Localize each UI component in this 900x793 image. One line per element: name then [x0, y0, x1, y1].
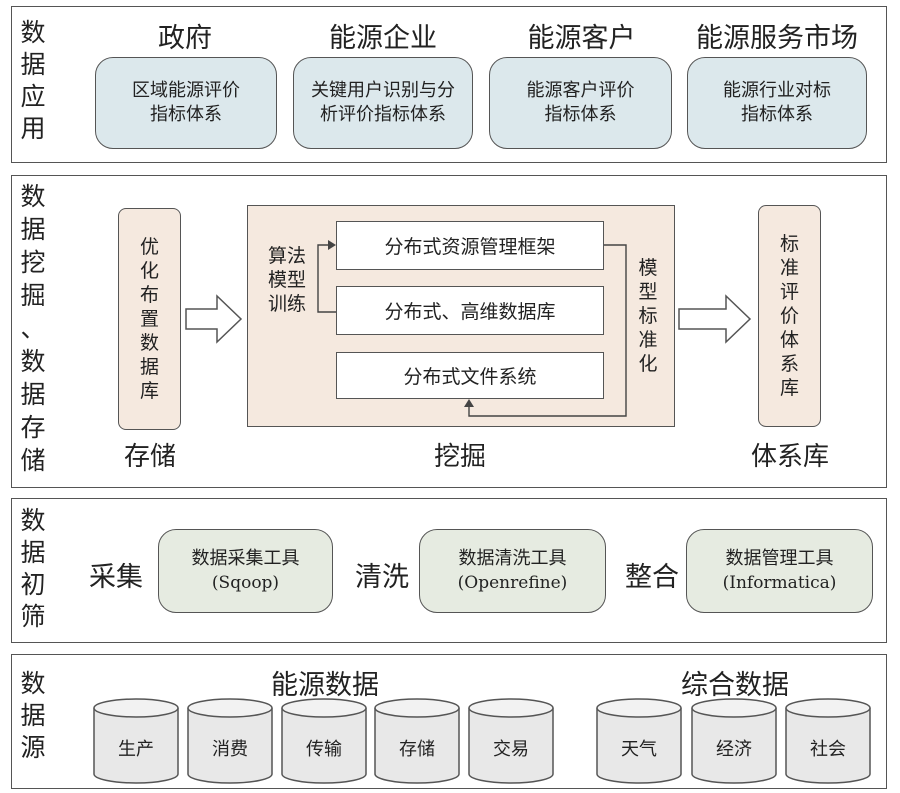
- energy-item-3-label: 存储: [399, 739, 435, 760]
- database-cylinder: 天气: [596, 698, 682, 784]
- mining-caption: 挖掘: [433, 442, 486, 472]
- energy-item-4-label: 交易: [493, 739, 529, 760]
- data-collection-tool-box: 数据采集工具 (Sqoop): [158, 529, 333, 613]
- energy-data-head: 能源数据: [271, 670, 379, 701]
- cleaning-tool-product: (Openrefine): [457, 573, 568, 593]
- standard-evaluation-library-text: 标 准 评 价 体 系 库: [779, 233, 799, 399]
- collection-tool-product: (Sqoop): [211, 573, 280, 593]
- column-head-government: 政府: [158, 23, 212, 54]
- clean-label: 清洗: [355, 562, 409, 593]
- data-management-tool-box: 数据管理工具 (Informatica): [686, 529, 873, 613]
- key-user-index-box: 关键用户识别与分 析评价指标体系: [293, 57, 473, 149]
- collection-tool-name: 数据采集工具: [191, 548, 300, 569]
- management-tool-product: (Informatica): [722, 573, 837, 593]
- database-cylinder: 交易: [468, 698, 554, 784]
- column-head-energy-customer: 能源客户: [527, 23, 636, 54]
- database-cylinder: 消费: [187, 698, 273, 784]
- standard-library-caption: 体系库: [750, 442, 829, 472]
- general-data-head: 综合数据: [681, 670, 789, 701]
- model-standardization-label: 模 型 标 准 化: [638, 257, 658, 375]
- database-cylinder: 存储: [374, 698, 460, 784]
- database-cylinder: 社会: [785, 698, 871, 784]
- application-layer-label: 数 据 应 用: [20, 18, 46, 143]
- optimized-database-text: 优 化 布 置 数 据 库: [139, 236, 159, 402]
- integrate-label: 整合: [625, 562, 679, 593]
- database-cylinder: 经济: [691, 698, 777, 784]
- industry-benchmark-index-box: 能源行业对标 指标体系: [687, 57, 867, 149]
- management-tool-name: 数据管理工具: [725, 548, 834, 569]
- database-cylinder: 传输: [281, 698, 367, 784]
- standard-evaluation-library-box: 标 准 评 价 体 系 库: [758, 205, 821, 427]
- column-head-energy-service-market: 能源服务市场: [696, 23, 858, 54]
- energy-item-1-label: 消费: [212, 739, 248, 760]
- column-head-energy-enterprise: 能源企业: [329, 23, 437, 54]
- energy-item-0-label: 生产: [118, 739, 154, 760]
- regional-energy-index-box: 区域能源评价 指标体系: [95, 57, 277, 149]
- mining-storage-layer-label: 数 据 挖 掘 、 数 据 存 储: [20, 182, 46, 475]
- optimized-database-box: 优 化 布 置 数 据 库: [118, 208, 181, 430]
- screening-layer-label: 数 据 初 筛: [20, 506, 46, 631]
- high-dimensional-database-box: 分布式、高维数据库: [336, 286, 604, 335]
- collect-label: 采集: [89, 562, 143, 593]
- customer-index-box: 能源客户评价 指标体系: [489, 57, 672, 149]
- arrow-mining-to-standard: [678, 294, 752, 344]
- distributed-file-system-box: 分布式文件系统: [336, 352, 604, 399]
- general-item-1-label: 经济: [716, 739, 752, 760]
- storage-caption: 存储: [123, 442, 176, 472]
- energy-item-2-label: 传输: [306, 739, 342, 760]
- general-item-2-label: 社会: [810, 739, 846, 760]
- resource-management-framework-box: 分布式资源管理框架: [336, 221, 604, 270]
- general-item-0-label: 天气: [621, 739, 657, 760]
- data-cleaning-tool-box: 数据清洗工具 (Openrefine): [419, 529, 606, 613]
- algorithm-training-label: 算法 模型 训练: [267, 245, 306, 315]
- cleaning-tool-name: 数据清洗工具: [458, 548, 567, 569]
- data-source-layer-label: 数 据 源: [20, 669, 46, 762]
- database-cylinder: 生产: [93, 698, 179, 784]
- arrow-storage-to-mining: [185, 294, 243, 344]
